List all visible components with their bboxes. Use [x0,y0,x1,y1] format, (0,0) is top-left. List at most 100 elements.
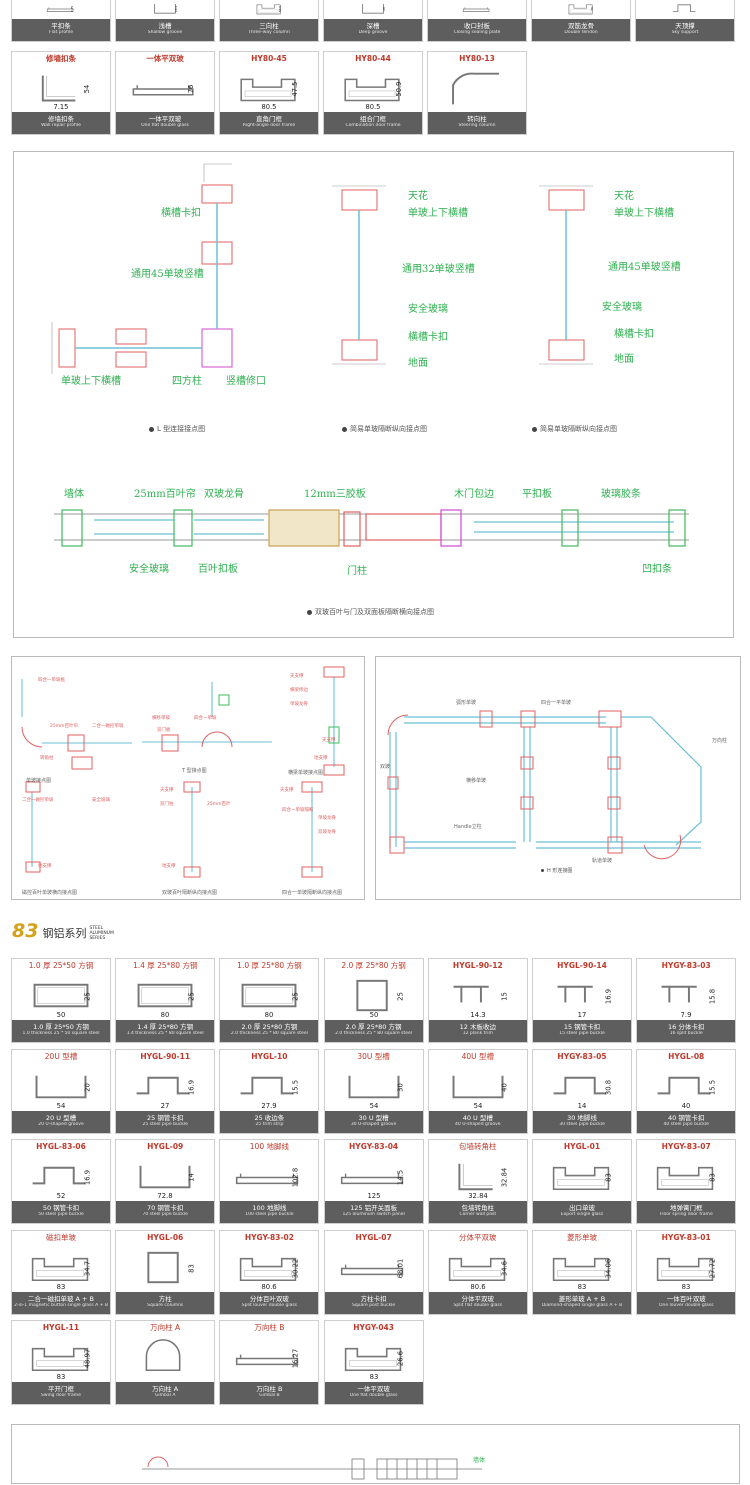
product-name: 深槽 [366,22,380,30]
product-name: 分体百叶双玻 [249,1294,289,1303]
svg-text:102.8: 102.8 [292,1168,300,1188]
product-code: HY80-45 [251,54,287,63]
product-name: 100 地脚线 [252,1204,287,1212]
product-code: 修墙扣条 [46,54,76,63]
product-name: 2.0 厚 25*80 方钢 [241,1023,298,1031]
svg-text:14.5: 14.5 [396,1170,404,1185]
svg-text:83: 83 [604,1173,612,1182]
top-row-card: 68.5 三向柱 Three-way column [219,0,319,42]
product-name-en: Deep groove [358,30,388,35]
product-name-en: One louver double glass [658,1302,714,1308]
svg-text:7.9: 7.9 [681,1011,692,1019]
svg-text:54: 54 [473,1102,482,1110]
svg-text:30: 30 [396,1083,404,1092]
product-code: HYGL-10 [251,1051,288,1061]
svg-text:27.72: 27.72 [709,1258,717,1278]
svg-text:40: 40 [682,1102,691,1110]
l-connection-label: 竖槽修口 [226,376,266,387]
product-name-en: 2.0 thickness 25 * 80 square steel [230,1031,308,1036]
product-caption: 40 钢管卡扣 40 steel pipe buckle [637,1110,736,1133]
svg-text:40: 40 [500,1083,508,1092]
product-caption: 125 铝开关面板 125 aluminum switch panel [324,1201,423,1223]
product-caption: 平开门框 Swing door frame [12,1382,110,1404]
caption-h-shape: H 形连接图 [541,867,572,874]
svg-text:68.5: 68.5 [278,6,282,13]
product-name: 万向柱 B [256,1385,283,1393]
product-name-en: Square post buckle [351,1302,396,1308]
product-name-en: 30 U-shaped groove [350,1121,397,1127]
product-name: 一体百叶双玻 [666,1294,706,1303]
product-name: 出口单玻 [569,1204,595,1212]
product-name-en: Closing sealing plate [453,30,501,35]
product-name-en: One flat double glass [141,123,189,128]
vertical-32-label: 横槽卡扣 [408,332,448,343]
product-name: 二合一磁扣单玻 A + B [27,1294,95,1303]
product-caption: 三向柱 Three-way column [220,19,318,41]
product-code: 1.4 厚 25*80 方钢 [132,961,198,970]
product-caption: 浅槽 Shallow groove [116,19,214,41]
product-code: 20U 型槽 [44,1051,78,1061]
svg-text:83: 83 [188,1264,196,1273]
product-name: 方柱 [158,1294,172,1303]
svg-text:27: 27 [161,1102,170,1110]
profile-drawing: 83 [637,1154,735,1201]
svg-text:50.9: 50.9 [395,82,403,97]
svg-text:15.5: 15.5 [709,1079,717,1094]
product-caption: 15 钢管卡扣 15 steel pipe buckle [533,1020,631,1042]
product-name: 1.4 厚 25*80 方钢 [137,1023,194,1031]
product-name: 一体平双玻 [357,1385,390,1393]
product-code: HYGL-90-14 [557,961,607,970]
product-name: 25 收边条 [254,1113,285,1122]
profile-drawing: 76 [116,66,214,112]
profile-drawing: 16.9 27 [116,1064,214,1111]
product-name: 15 钢管卡扣 [563,1023,601,1031]
product-name: 50 钢管卡扣 [42,1204,80,1212]
product-name: 方柱卡扣 [360,1294,387,1303]
product-caption: 天顶撑 Sky support [636,19,734,41]
node-label: 横移单玻 [152,716,170,721]
profile-drawing: 102.8 [220,1154,318,1201]
product-code: HYGY-043 [353,1323,394,1332]
caption-horizontal: 双玻百叶与门及双面板隔断横向接点图 [307,607,434,617]
product-name: 20 U 型槽 [45,1113,77,1122]
vertical-45-label: 安全玻璃 [602,302,642,313]
profile-drawing: 18.4 [116,0,214,19]
product-caption: 万向柱 B Gimbal B [220,1382,319,1404]
product-name-en: Steering column [458,123,496,128]
horizontal-bottom-label: 门柱 [347,566,367,577]
product-name: 包墙转角柱 [461,1204,495,1212]
vertical-45-label: 通用45单玻竖槽 [608,262,681,273]
product-code: 菱形单玻 [567,1232,597,1242]
svg-text:16.9: 16.9 [188,1079,196,1094]
product-name: 30 地脚线 [567,1113,597,1122]
node-label: 四合一单玻隔断 [282,808,314,813]
svg-text:48.97: 48.97 [83,1349,91,1369]
horizontal-top-label: 墙体 [64,489,84,500]
svg-text:80: 80 [161,1011,170,1019]
series-number: 83 [12,920,39,942]
svg-text:125: 125 [367,1192,380,1200]
vertical-32-label: 单玻上下横槽 [408,208,468,219]
caption-vertical-45: 简易单玻隔断纵向接点图 [532,424,617,434]
connection-drawings [51,163,689,547]
product-name: 天顶撑 [675,22,695,30]
product-name-en: Diamond-shaped single glass A + B [541,1302,623,1308]
product-name: 125 铝开关面板 [350,1204,398,1212]
product-name: 平扣条 [51,22,71,30]
node-caption-label: 单玻接点图 [26,778,52,784]
